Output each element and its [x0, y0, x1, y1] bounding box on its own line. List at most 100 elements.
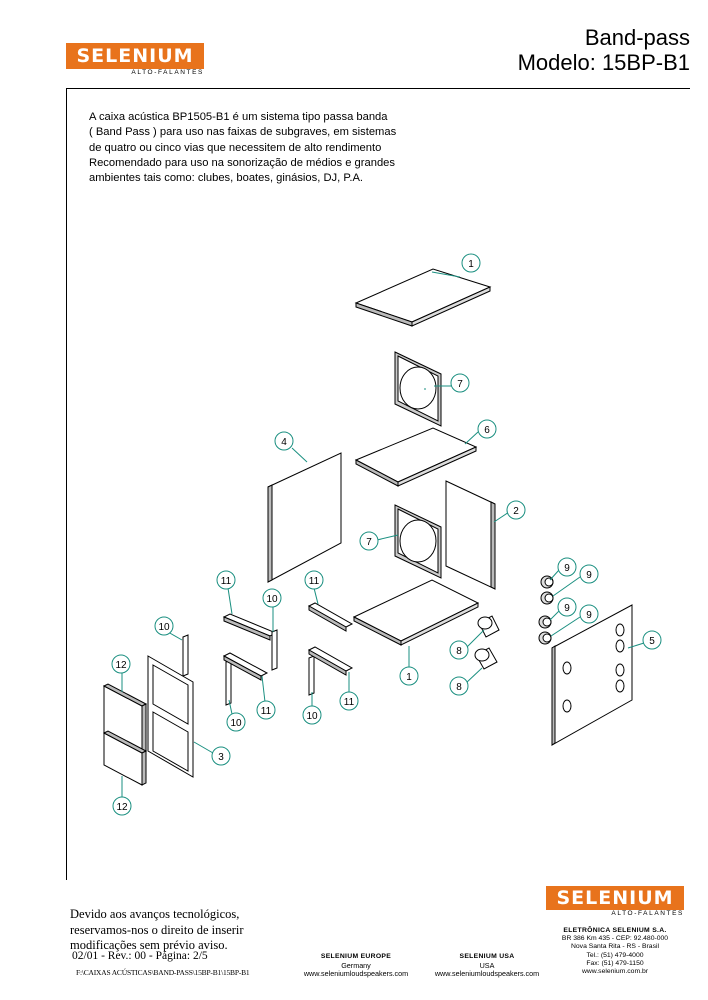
brace-11-lower-right — [307, 646, 354, 676]
callout-10-d: 10 — [302, 692, 322, 725]
callout-8-b: 8 — [449, 667, 483, 696]
svg-text:7: 7 — [457, 379, 463, 390]
callout-2: 2 — [493, 500, 526, 523]
svg-text:5: 5 — [649, 636, 655, 647]
notice-line: modificações sem prévio aviso. — [70, 938, 228, 952]
selenium-logo: SELENIUM ALTO-FALANTES — [66, 43, 204, 76]
callout-11-a: 11 — [216, 570, 236, 615]
usa-country: USA — [479, 960, 495, 970]
callout-1-top: 1 — [431, 253, 481, 278]
panel-1-bottom — [352, 579, 480, 646]
svg-text:10: 10 — [306, 711, 318, 722]
svg-text:2: 2 — [513, 506, 519, 517]
selenium-europe-info: SELENIUM EUROPE Germany www.seleniumloud… — [296, 952, 416, 979]
logo-subtitle: ALTO-FALANTES — [131, 69, 204, 76]
baffle-7-upper — [394, 351, 442, 427]
callout-11-c: 11 — [256, 675, 276, 720]
baffle-7-lower — [394, 504, 442, 579]
callout-10-a: 10 — [154, 616, 183, 641]
svg-text:1: 1 — [406, 672, 412, 683]
svg-text:11: 11 — [309, 576, 320, 587]
svg-text:9: 9 — [564, 563, 570, 574]
callout-6: 6 — [464, 419, 497, 445]
panel-2-side — [445, 480, 496, 590]
callout-3: 3 — [193, 741, 231, 766]
callout-11-b: 11 — [304, 570, 324, 605]
left-margin-rule — [66, 88, 67, 880]
svg-text:12: 12 — [115, 660, 127, 671]
post-10-upper — [182, 629, 278, 677]
callout-1-bottom: 1 — [399, 646, 419, 686]
svg-text:1: 1 — [468, 259, 474, 270]
callout-9-a: 9 — [549, 557, 577, 581]
panel-1-top — [354, 268, 492, 327]
intro-line: Recomendado para uso na sonorização de m… — [89, 156, 395, 169]
svg-text:11: 11 — [261, 706, 272, 717]
page-title-line2: Modelo: 15BP-B1 — [517, 50, 690, 75]
svg-text:8: 8 — [456, 646, 462, 657]
svg-text:11: 11 — [221, 576, 232, 587]
callout-4: 4 — [274, 431, 308, 463]
callout-12-lower: 12 — [112, 776, 132, 816]
svg-text:9: 9 — [586, 570, 592, 581]
ring-9 — [538, 575, 554, 645]
intro-paragraph: A caixa acústica BP1505-B1 é um sistema … — [89, 110, 429, 186]
selenium-logo-footer: SELENIUM ALTO-FALANTES — [546, 886, 684, 917]
svg-text:10: 10 — [158, 622, 170, 633]
intro-line: ( Band Pass ) para uso nas faixas de sub… — [89, 126, 397, 139]
svg-text:3: 3 — [218, 752, 224, 763]
logo-wordmark: SELENIUM — [546, 886, 684, 910]
callout-11-d: 11 — [339, 672, 359, 711]
company-name: ELETRÔNICA SELENIUM S.A. — [563, 927, 667, 934]
notice-line: Devido aos avanços tecnológicos, — [70, 907, 240, 921]
disclaimer-notice: Devido aos avanços tecnológicos, reserva… — [70, 907, 244, 954]
callout-10-b: 10 — [262, 588, 282, 632]
svg-text:9: 9 — [586, 610, 592, 621]
grill-12-lower — [102, 730, 148, 786]
europe-web-link[interactable]: www.seleniumloudspeakers.com — [303, 969, 409, 979]
logo-wordmark: SELENIUM — [66, 43, 204, 69]
svg-text:4: 4 — [281, 437, 287, 448]
brace-11-upper-right — [307, 602, 354, 632]
file-path: F:\CAIXAS ACÚSTICAS\BAND-PASS\15BP-B1\15… — [76, 968, 250, 977]
usa-web-link[interactable]: www.seleniumloudspeakers.com — [434, 969, 540, 979]
company-tel: Tel.: (51) 479-4000 — [586, 951, 644, 959]
intro-line: ambientes tais como: clubes, boates, gin… — [89, 172, 364, 185]
page-title-line1: Band-pass — [584, 25, 690, 50]
brace-11-upper-left — [222, 613, 278, 641]
header-rule — [66, 88, 690, 89]
callout-7-upper: 7 — [424, 373, 470, 393]
company-web-link[interactable]: www.selenium.com.br — [581, 968, 649, 976]
svg-text:11: 11 — [344, 697, 355, 708]
revision-info: 02/01 - Rev.: 00 - Página: 2/5 — [72, 950, 208, 962]
intro-line: de quatro ou cinco vias que necessitem d… — [89, 141, 382, 154]
svg-text:12: 12 — [116, 802, 128, 813]
notice-line: reservamos-nos o direito de inserir — [70, 922, 244, 937]
svg-text:6: 6 — [484, 425, 490, 436]
svg-text:10: 10 — [266, 594, 278, 605]
callout-12-upper: 12 — [111, 654, 131, 692]
callout-10-c: 10 — [226, 699, 246, 732]
svg-text:8: 8 — [456, 682, 462, 693]
callout-9-c: 9 — [549, 597, 577, 621]
svg-text:9: 9 — [564, 603, 570, 614]
usa-name: SELENIUM USA — [459, 953, 515, 960]
port-tube-8b — [474, 647, 498, 670]
panel-5-rear — [551, 604, 633, 746]
port-tube-8a — [477, 615, 500, 638]
selenium-usa-info: SELENIUM USA USA www.seleniumloudspeaker… — [432, 952, 542, 979]
company-contact: ELETRÔNICA SELENIUM S.A. BR 386 Km 435 -… — [550, 927, 680, 976]
callout-7-lower: 7 — [359, 531, 399, 551]
callout-9-d: 9 — [550, 604, 599, 637]
logo-subtitle: ALTO-FALANTES — [611, 910, 684, 917]
svg-text:7: 7 — [366, 537, 372, 548]
company-address2: Nova Santa Rita - RS - Brasil — [570, 943, 659, 951]
brace-11-lower-left — [222, 652, 269, 681]
panel-6-middle — [354, 427, 478, 487]
europe-name: SELENIUM EUROPE — [320, 953, 392, 960]
europe-country: Germany — [341, 960, 371, 970]
intro-line: A caixa acústica BP1505-B1 é um sistema … — [89, 111, 388, 123]
panel-4-side — [267, 452, 342, 583]
callout-9-b: 9 — [552, 564, 599, 597]
